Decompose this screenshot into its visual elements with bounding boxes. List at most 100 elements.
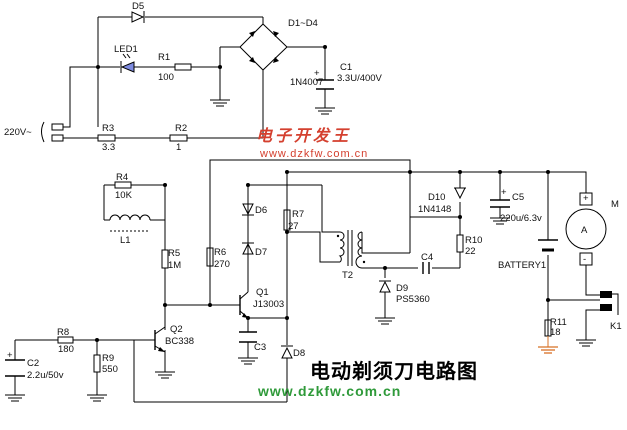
mains-plug <box>41 121 64 143</box>
ground-c3 <box>238 357 258 365</box>
label-c2: C2 <box>27 358 39 369</box>
resistor-r8 <box>57 336 74 344</box>
label-r7-value: 27 <box>288 221 299 232</box>
label-q1: Q1 <box>256 287 269 298</box>
ground-k1 <box>576 339 596 347</box>
ground-r11 <box>538 336 558 354</box>
ground-top <box>210 99 335 115</box>
switch-k1 <box>600 291 619 315</box>
label-r10-value: 22 <box>465 246 476 257</box>
label-r4-value: 10K <box>115 190 133 201</box>
led-d1 <box>120 53 135 73</box>
junction-dots <box>95 45 550 342</box>
transformer-t2 <box>336 230 366 269</box>
svg-text:+: + <box>314 68 320 79</box>
label-r1: R1 <box>158 52 170 63</box>
label-c3: C3 <box>254 342 266 353</box>
label-r6: R6 <box>214 247 226 258</box>
label-r2-value: 1 <box>176 142 181 153</box>
label-r10: R10 <box>465 235 482 246</box>
diode-d6 <box>242 203 254 216</box>
label-q2: Q2 <box>170 324 183 335</box>
capacitor-c4 <box>422 262 430 274</box>
component-labels: D5 LED1 R1 100 D1~D4 C1 3.3U/400V 1N4007… <box>4 1 622 381</box>
label-c5: C5 <box>512 192 524 203</box>
watermark: 电子开发王 www.dzkfw.com.cn <box>256 126 368 160</box>
label-r11-value: 18 <box>550 327 561 338</box>
ground-r9 <box>87 394 107 402</box>
label-k1: K1 <box>610 321 622 332</box>
label-motor: M <box>611 199 619 210</box>
svg-text:+: + <box>7 350 13 361</box>
label-d6: D6 <box>255 205 267 216</box>
diagram-title: 电动剃须刀电路图 <box>310 359 478 383</box>
watermark-url: www.dzkfw.com.cn <box>259 148 368 160</box>
label-q2-value: BC338 <box>165 336 194 347</box>
transistor-q2 <box>154 326 166 353</box>
transistor-q1 <box>239 280 249 319</box>
label-r2: R2 <box>175 123 187 134</box>
capacitor-c1: + <box>314 68 334 90</box>
diode-d7 <box>242 242 254 255</box>
resistor-r6 <box>206 247 214 267</box>
diode-d10 <box>454 187 466 200</box>
label-d1d4: D1~D4 <box>288 18 318 29</box>
label-d9-value: PS5360 <box>396 294 430 305</box>
label-t2: T2 <box>342 270 353 281</box>
capacitor-c5: + <box>490 187 510 208</box>
label-d10: D10 <box>428 192 445 203</box>
label-c5-value: 220u/6.3v <box>500 213 542 224</box>
svg-text:-: - <box>583 254 586 265</box>
ground-c5 <box>490 217 510 225</box>
label-1n4007: 1N4007 <box>290 77 323 88</box>
capacitor-c2: + <box>5 350 25 377</box>
label-r4: R4 <box>116 172 128 183</box>
label-r5: R5 <box>168 248 180 259</box>
label-motor-a: A <box>581 225 588 236</box>
label-r9-value: 550 <box>102 364 118 375</box>
label-r7: R7 <box>292 209 304 220</box>
label-r3-value: 3.3 <box>102 142 115 153</box>
label-r8: R8 <box>57 327 69 338</box>
label-d8: D8 <box>293 348 305 359</box>
label-d7: D7 <box>255 247 267 258</box>
ground-c2 <box>5 394 25 402</box>
label-r3: R3 <box>102 123 114 134</box>
diode-d8 <box>281 345 293 359</box>
resistor-r9 <box>93 354 101 373</box>
svg-text:+: + <box>583 193 589 204</box>
watermark-chinese: 电子开发王 <box>256 126 351 145</box>
label-c4: C4 <box>421 252 433 263</box>
resistor-r2 <box>169 134 188 142</box>
diode-d9 <box>379 280 391 293</box>
middle-wiring <box>14 159 612 403</box>
inductor-l1 <box>109 214 151 232</box>
label-r9: R9 <box>102 353 114 364</box>
label-led1: LED1 <box>114 44 138 55</box>
resistor-r1 <box>174 63 192 71</box>
label-c2-value: 2.2u/50v <box>27 370 64 381</box>
label-r6-value: 270 <box>214 259 230 270</box>
label-d10-value: 1N4148 <box>418 204 451 215</box>
svg-text:+: + <box>501 187 507 198</box>
resistor-r4 <box>114 181 132 189</box>
label-r1-value: 100 <box>158 72 174 83</box>
diode-d5 <box>131 11 145 23</box>
label-d5: D5 <box>132 1 144 12</box>
battery <box>538 239 558 252</box>
resistor-r5 <box>161 249 169 269</box>
ground-q2 <box>155 371 175 379</box>
label-c1-value: 3.3U/400V <box>337 73 383 84</box>
label-q1-value: J13003 <box>253 299 284 310</box>
label-battery: BATTERY1 <box>498 260 546 271</box>
footer-url: www.dzkfw.com.cn <box>257 383 401 399</box>
resistor-r3 <box>97 134 116 142</box>
motor-m: + - <box>565 192 607 266</box>
label-l1: L1 <box>120 235 131 246</box>
label-mains: 220V~ <box>4 127 32 138</box>
top-wiring <box>63 16 326 139</box>
label-r5-value: 1M <box>168 260 181 271</box>
label-r8-value: 180 <box>58 344 74 355</box>
ground-d9 <box>375 317 395 325</box>
